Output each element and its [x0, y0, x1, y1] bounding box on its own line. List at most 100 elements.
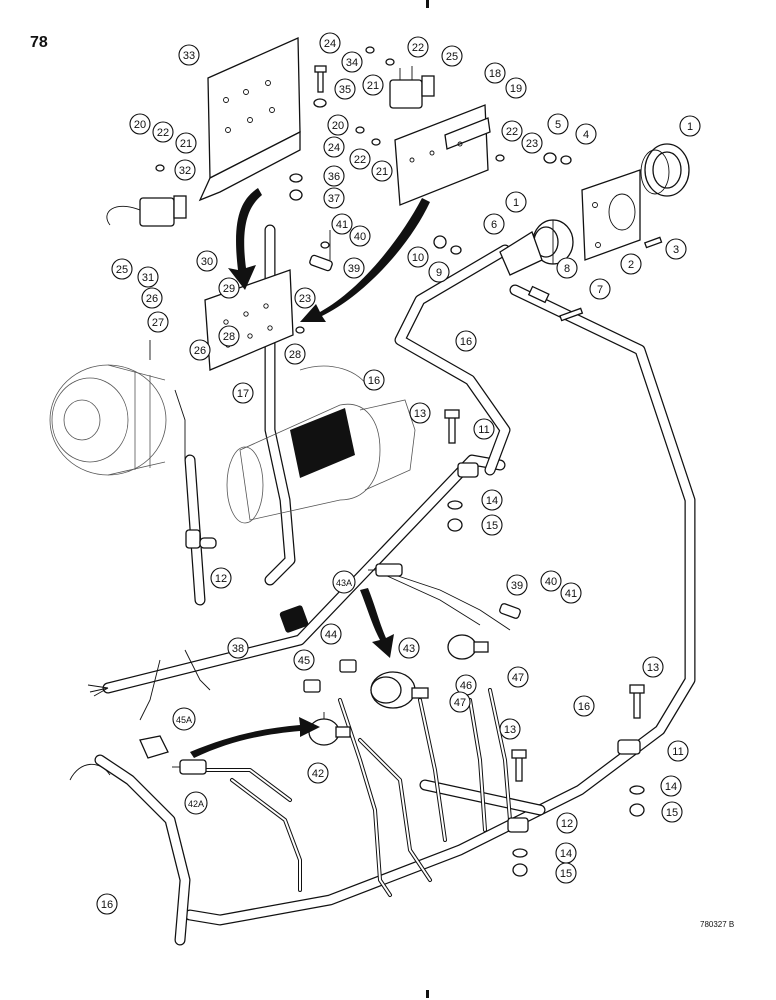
callout-label: 28: [289, 349, 301, 361]
callout-43: 43: [398, 637, 420, 659]
callout-label: 20: [332, 120, 344, 132]
callout-label: 46: [460, 680, 472, 692]
callout-label: 22: [412, 42, 424, 54]
callout-label: 23: [299, 293, 311, 305]
bezel-nut-1: [640, 143, 690, 197]
callout-label: 34: [346, 57, 358, 69]
callout-label: 25: [116, 264, 128, 276]
callout-14: 14: [481, 489, 503, 511]
callout-43A: 43A: [332, 570, 356, 594]
callout-label: 23: [526, 138, 538, 150]
callout-circle: [293, 649, 315, 671]
callout-circle: [540, 570, 562, 592]
callout-circle: [210, 567, 232, 589]
callout-8: 8: [556, 257, 578, 279]
callout-9: 9: [428, 261, 450, 283]
callout-41: 41: [560, 582, 582, 604]
callout-label: 6: [491, 219, 497, 231]
callout-label: 13: [414, 408, 426, 420]
connector-38: [279, 605, 309, 633]
callout-label: 30: [201, 256, 213, 268]
callout-label: 43A: [336, 578, 352, 588]
callout-circle: [556, 257, 578, 279]
callout-label: 18: [489, 68, 501, 80]
sensor-39: [309, 254, 333, 272]
callout-circle: [218, 325, 240, 347]
callout-25: 25: [441, 45, 463, 67]
fitting-45: [303, 679, 321, 693]
callout-32: 32: [174, 159, 196, 181]
callout-circle: [667, 740, 689, 762]
callout-40: 40: [349, 225, 371, 247]
sender-46: [447, 634, 489, 660]
callout-circle: [343, 257, 365, 279]
callout-circle: [660, 775, 682, 797]
callout-label: 31: [142, 272, 154, 284]
fitting-44: [339, 659, 357, 673]
callout-15: 15: [555, 862, 577, 884]
callout-38: 38: [227, 637, 249, 659]
page-number: 78: [30, 34, 48, 51]
callout-label: 45A: [176, 715, 192, 725]
callout-circle: [449, 691, 471, 713]
callout-20: 20: [129, 113, 151, 135]
callout-label: 19: [510, 83, 522, 95]
callout-label: 44: [325, 629, 337, 641]
callout-4: 4: [575, 123, 597, 145]
callout-label: 5: [555, 119, 561, 131]
callout-circle: [455, 330, 477, 352]
callout-47: 47: [449, 691, 471, 713]
harness-strands: [87, 684, 109, 697]
callout-label: 21: [367, 80, 379, 92]
callout-45: 45: [293, 649, 315, 671]
callout-20: 20: [327, 114, 349, 136]
callout-17: 17: [232, 382, 254, 404]
mounting-bracket-33: [198, 37, 301, 202]
callout-37: 37: [323, 187, 345, 209]
fasteners: [155, 46, 663, 877]
callout-label: 2: [628, 259, 634, 271]
callout-circle: [323, 136, 345, 158]
callout-label: 14: [665, 781, 677, 793]
callout-39: 39: [506, 574, 528, 596]
callout-1: 1: [505, 191, 527, 213]
callout-13: 13: [642, 656, 664, 678]
callout-15: 15: [481, 514, 503, 536]
callout-circle: [499, 718, 521, 740]
callout-label: 15: [666, 807, 678, 819]
callout-16: 16: [363, 369, 385, 391]
callout-circle: [334, 78, 356, 100]
callout-circle: [507, 666, 529, 688]
callout-circle: [96, 893, 118, 915]
callout-15: 15: [661, 801, 683, 823]
callout-circle: [178, 44, 200, 66]
callout-23: 23: [521, 132, 543, 154]
callout-label: 27: [152, 317, 164, 329]
callout-label: 1: [513, 197, 519, 209]
callout-label: 21: [180, 138, 192, 150]
callout-label: 42: [312, 768, 324, 780]
callout-label: 47: [454, 697, 466, 709]
callout-circle: [111, 258, 133, 280]
callout-circle: [407, 246, 429, 268]
callout-circle: [363, 369, 385, 391]
callout-3: 3: [665, 238, 687, 260]
callout-label: 33: [183, 50, 195, 62]
callout-24: 24: [319, 32, 341, 54]
callout-circle: [620, 253, 642, 275]
callout-label: 15: [560, 868, 572, 880]
callout-22: 22: [407, 36, 429, 58]
sender-42a: [172, 759, 207, 775]
callout-label: 16: [101, 899, 113, 911]
callout-circle: [428, 261, 450, 283]
callout-circle: [349, 148, 371, 170]
callout-circle: [665, 238, 687, 260]
callout-circle: [556, 812, 578, 834]
callout-label: 12: [561, 818, 573, 830]
callout-circle: [555, 862, 577, 884]
callout-circle: [642, 656, 664, 678]
callout-circle: [371, 160, 393, 182]
callout-label: 32: [179, 165, 191, 177]
callout-1: 1: [679, 115, 701, 137]
callout-circle: [547, 113, 569, 135]
